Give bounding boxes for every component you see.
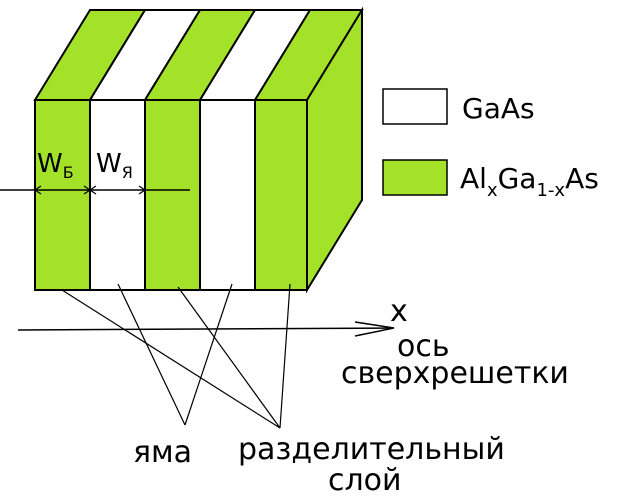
barrier-width-label: WБ <box>37 149 74 182</box>
width-dimension-line <box>0 185 190 195</box>
front-barrier-layer-2 <box>144 99 201 291</box>
superlattice-axis <box>17 321 395 337</box>
axis-caption-line2: сверхрешетки <box>341 356 569 391</box>
legend-algaas-swatch <box>382 159 448 196</box>
front-barrier-layer-1 <box>34 99 91 291</box>
barrier-callout-line2: слой <box>328 463 402 498</box>
axis-name-label: x <box>390 294 408 329</box>
block-front-face <box>34 99 308 291</box>
front-well-layer-1 <box>89 99 146 291</box>
axis-caption-line1: ось <box>397 329 450 364</box>
legend-gaas-swatch <box>382 88 448 125</box>
front-well-layer-2 <box>199 99 256 291</box>
legend-algaas-label: AlxGa1-xAs <box>460 162 599 201</box>
barrier-callout-line1: разделительный <box>238 432 505 467</box>
front-barrier-layer-3 <box>254 99 308 291</box>
axis-arrowhead <box>354 321 395 337</box>
well-width-label: WЯ <box>96 149 133 182</box>
barrier-callout-lines <box>61 283 291 429</box>
well-callout-label: яма <box>133 435 192 470</box>
block-top-face <box>33 9 364 101</box>
well-callout-lines <box>117 283 233 426</box>
legend-gaas-label: GaAs <box>462 92 535 125</box>
